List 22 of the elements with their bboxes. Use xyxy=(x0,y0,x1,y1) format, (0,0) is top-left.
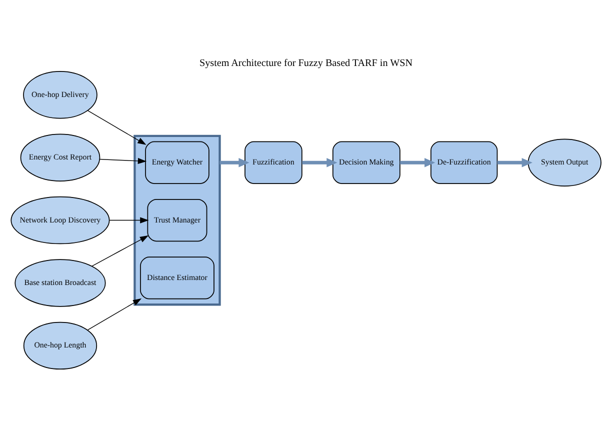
node-ellipse: Network Loop Discovery xyxy=(10,196,110,244)
arrow xyxy=(87,298,142,330)
node-ellipse: Base station Broadcast xyxy=(14,258,106,306)
arrow xyxy=(99,157,147,164)
arrow xyxy=(220,157,250,167)
node-ellipse: One-hop Length xyxy=(23,321,98,370)
arrow xyxy=(92,234,149,266)
node-box: Fuzzification xyxy=(244,140,302,184)
arrow xyxy=(109,216,149,223)
arrow xyxy=(87,110,146,144)
node-box: Trust Manager xyxy=(147,198,208,242)
node-box: Decision Making xyxy=(332,140,400,184)
diagram-title: System Architecture for Fuzzy Based TARF in WSN xyxy=(200,57,412,68)
node-ellipse: System Output xyxy=(528,138,602,186)
arrow xyxy=(400,157,436,167)
node-box: Distance Estimator xyxy=(140,256,214,299)
node-box: De-Fuzzification xyxy=(430,140,498,184)
arrow xyxy=(497,157,532,167)
node-box: Energy Watcher xyxy=(145,140,210,184)
node-ellipse: Energy Cost Report xyxy=(20,133,100,181)
node-ellipse: One-hop Delivery xyxy=(23,70,98,118)
arrow xyxy=(302,157,338,167)
